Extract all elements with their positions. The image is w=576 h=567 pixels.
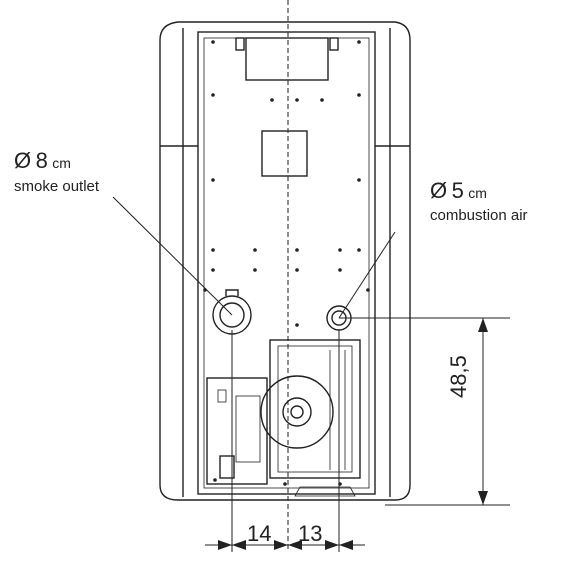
power-socket xyxy=(219,455,235,479)
electronics-board xyxy=(206,377,268,485)
combustion-air-unit: cm xyxy=(468,185,487,201)
center-plate xyxy=(261,130,308,177)
combustion-air-size-label: Ø 5 cm xyxy=(430,178,487,204)
combustion-air-diameter-symbol: Ø xyxy=(430,178,448,203)
right-offset-label: 13 xyxy=(298,521,323,546)
combustion-air-diameter-value: 5 xyxy=(451,178,464,203)
stove-outer-body xyxy=(159,21,411,501)
fan-wheel xyxy=(260,375,334,449)
back-plate xyxy=(197,31,376,495)
smoke-outlet-leader xyxy=(112,196,233,316)
fan-housing xyxy=(269,339,361,479)
smoke-outlet-size-label: Ø 8 cm xyxy=(14,148,71,174)
left-offset-label: 14 xyxy=(247,521,272,546)
combustion-air-leader xyxy=(338,231,396,319)
height-dimension-label: 48,5 xyxy=(446,355,471,398)
mounting-holes xyxy=(203,40,370,486)
smoke-outlet-caption: smoke outlet xyxy=(14,178,100,195)
smoke-outlet-unit: cm xyxy=(52,155,71,171)
combustion-air-caption: combustion air xyxy=(430,207,528,224)
smoke-outlet-diameter-value: 8 xyxy=(35,148,48,173)
smoke-outlet-diameter-symbol: Ø xyxy=(14,148,32,173)
top-bracket xyxy=(245,37,329,81)
